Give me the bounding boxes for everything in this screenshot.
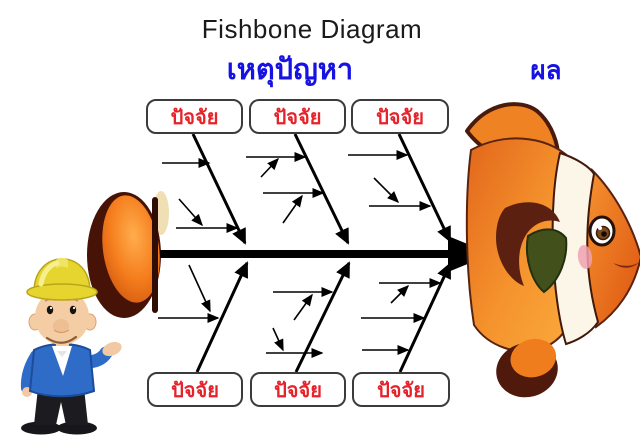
factor-box-top-1: ปัจจัย: [146, 99, 243, 134]
main-bone: [397, 133, 452, 243]
factor-box-label: ปัจจัย: [171, 379, 219, 402]
effect-heading: ผล: [530, 55, 562, 85]
hand-right: [102, 341, 122, 357]
main-bone: [293, 133, 350, 245]
smile: [45, 335, 78, 344]
factor-box-label: ปัจจัย: [376, 106, 424, 129]
factor-box-label: ปัจจัย: [274, 379, 322, 402]
main-bones-top: [191, 133, 452, 245]
page-title: Fishbone Diagram: [201, 14, 423, 44]
cause-heading: เหตุปัญหา: [226, 54, 354, 86]
factor-box-label: ปัจจัย: [377, 379, 425, 402]
fish-head-icon: [465, 102, 640, 398]
engineer-character-icon: [20, 258, 122, 435]
factor-box-bottom-3: ปัจจัย: [352, 372, 450, 407]
fish-tail-icon: [87, 191, 169, 318]
spine-arrow: [160, 236, 492, 272]
eye: [69, 305, 77, 315]
factor-box-label: ปัจจัย: [170, 106, 219, 129]
factor-box-label: ปัจจัย: [273, 106, 322, 129]
main-bone: [195, 261, 249, 373]
nose: [53, 319, 69, 333]
face: [35, 289, 89, 345]
main-bone: [191, 133, 247, 245]
hard-hat-ridge: [56, 258, 68, 268]
main-bone: [294, 261, 351, 373]
shirt: [52, 346, 72, 376]
factor-box-bottom-2: ปัจจัย: [250, 372, 346, 407]
pants: [34, 388, 88, 425]
eye: [46, 305, 54, 315]
hard-hat-brim: [26, 283, 98, 301]
factor-box-top-2: ปัจจัย: [249, 99, 346, 134]
factor-box-bottom-1: ปัจจัย: [147, 372, 243, 407]
factor-box-top-3: ปัจจัย: [351, 99, 449, 134]
bow-tie: [57, 351, 67, 357]
sub-bone-arrows: [158, 150, 442, 358]
hard-hat-highlight: [38, 260, 60, 287]
